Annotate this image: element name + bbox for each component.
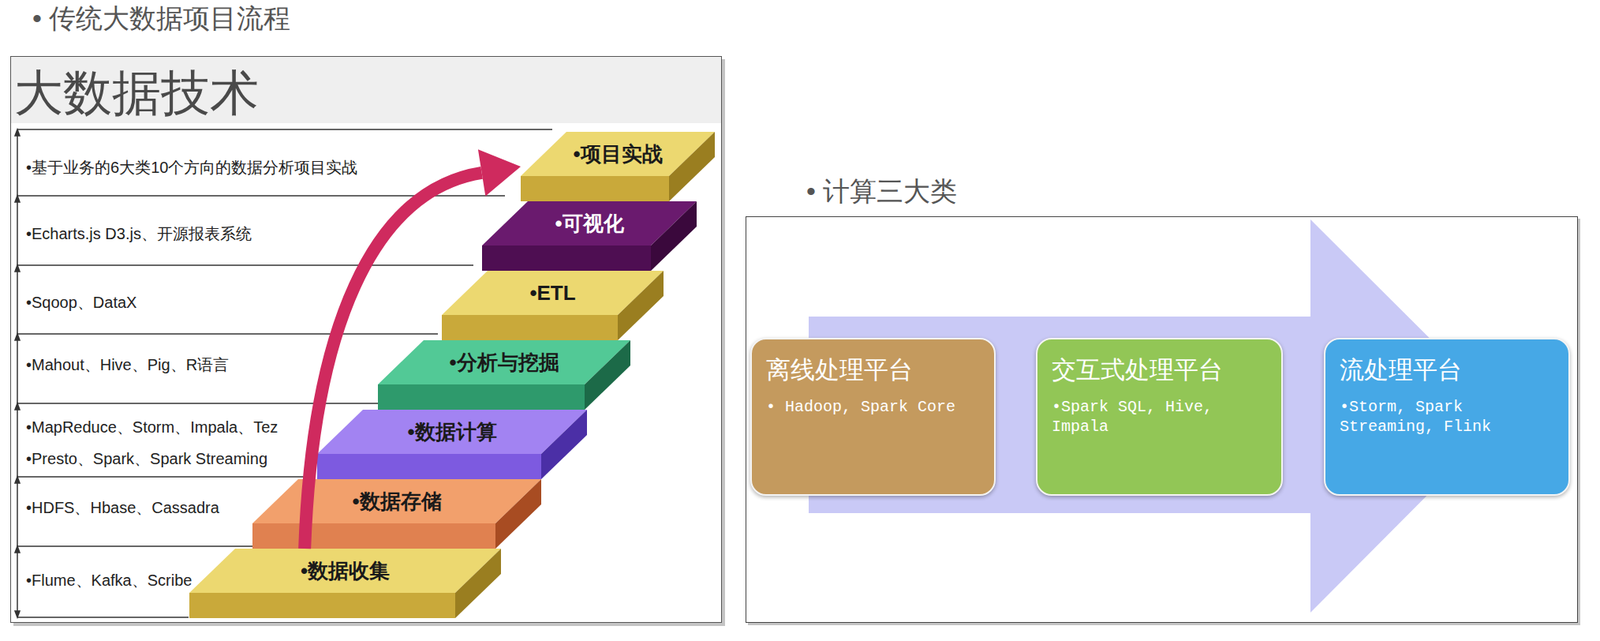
step-front <box>317 453 542 479</box>
row-description-holder: •HDFS、Hbase、Cassadra <box>26 497 220 518</box>
section-heading-holder: • 传统大数据项目流程 <box>32 0 291 38</box>
step-side <box>541 409 587 479</box>
step-label: •可视化 <box>554 211 624 236</box>
step-front <box>482 245 651 271</box>
step-side <box>617 270 664 341</box>
step-top <box>252 478 542 524</box>
panel-frame: • 传统大数据项目流程大数据技术•项目实战•可视化•ETL•分析与挖掘•数据计算… <box>10 56 722 623</box>
step-top <box>317 409 587 454</box>
row-description: •基于业务的6大类10个方向的数据分析项目实战 <box>26 158 358 176</box>
step-front <box>377 384 585 410</box>
panel-frame: • 计算三大类离线处理平台• Hadoop, Spark Core交互式处理平台… <box>745 216 1578 623</box>
row-description: •Mahout、Hive、Pig、R语言 <box>26 355 229 374</box>
step-label-holder: •数据收集 <box>300 557 390 585</box>
platform-heading: 离线处理平台 <box>766 355 980 385</box>
step-label: •数据计算 <box>407 419 497 444</box>
platform-tools: •Storm, Spark Streaming, Flink <box>1339 396 1555 437</box>
stair-step: •分析与挖掘 <box>377 340 631 410</box>
panel-title: 大数据技术 <box>14 65 259 120</box>
panel-ground <box>745 216 1578 623</box>
row-description: •Presto、Spark、Spark Streaming <box>26 449 268 468</box>
step-label: •数据存储 <box>351 489 442 513</box>
step-label: •ETL <box>529 280 576 305</box>
row-description-holder: •Echarts.js D3.js、开源报表系统 <box>26 223 252 244</box>
row-description-holder: •Presto、Spark、Spark Streaming <box>26 448 268 469</box>
arrow-head <box>478 149 521 196</box>
row-description-holder: •Sqoop、DataX <box>26 291 137 313</box>
step-side <box>455 548 501 618</box>
arrow-shaft <box>304 172 482 549</box>
section-heading-holder: • 计算三大类 <box>806 173 958 210</box>
platform-box: 交互式处理平台 •Spark SQL, Hive, Impala <box>1035 337 1283 496</box>
step-side <box>650 201 697 271</box>
step-top <box>189 548 501 593</box>
growth-arrow <box>304 149 521 549</box>
step-label-holder: •数据存储 <box>351 487 442 516</box>
bracket <box>14 129 20 617</box>
section-heading: • 传统大数据项目流程 <box>32 3 291 34</box>
platform-box: 离线处理平台 • Hadoop, Spark Core <box>750 337 996 496</box>
row-description-holder: •Flume、Kafka、Scribe <box>26 569 192 591</box>
step-front <box>441 314 618 341</box>
row-description-holder: •基于业务的6大类10个方向的数据分析项目实战 <box>26 157 358 178</box>
step-front <box>520 175 670 202</box>
step-side <box>495 478 542 549</box>
panel-title-holder: 大数据技术 <box>14 59 259 127</box>
platform-tools: •Spark SQL, Hive, Impala <box>1051 396 1268 437</box>
row-description: •Echarts.js D3.js、开源报表系统 <box>26 224 252 243</box>
step-label-holder: •可视化 <box>554 209 624 238</box>
platform-tools: • Hadoop, Spark Core <box>766 396 980 417</box>
stair-step: •ETL <box>441 270 664 341</box>
row-description: •HDFS、Hbase、Cassadra <box>26 498 220 516</box>
step-side <box>669 131 715 202</box>
step-side <box>584 340 631 410</box>
step-label: •项目实战 <box>572 142 662 166</box>
stair-step: •可视化 <box>482 201 697 271</box>
panel-ground <box>10 56 722 623</box>
platform-heading: 交互式处理平台 <box>1051 355 1268 385</box>
step-label-holder: •分析与挖掘 <box>448 348 559 377</box>
section-heading: • 计算三大类 <box>806 175 958 206</box>
platform-box: 流处理平台 •Storm, Spark Streaming, Flink <box>1323 337 1571 496</box>
step-label-holder: •ETL <box>529 280 576 306</box>
row-description: •MapReduce、Storm、Impala、Tez <box>26 418 278 436</box>
stair-step: •项目实战 <box>520 131 715 202</box>
step-front <box>252 523 496 549</box>
step-label: •数据收集 <box>300 558 390 583</box>
header-band <box>11 56 722 124</box>
row-description: •Sqoop、DataX <box>26 293 137 311</box>
step-label-holder: •数据计算 <box>407 418 497 446</box>
step-label-holder: •项目实战 <box>572 140 662 169</box>
step-label: •分析与挖掘 <box>448 350 559 374</box>
row-description-holder: •MapReduce、Storm、Impala、Tez <box>26 416 278 438</box>
step-front <box>189 592 456 618</box>
stair-step: •数据存储 <box>252 478 542 549</box>
row-description: •Flume、Kafka、Scribe <box>26 571 192 589</box>
row-description-holder: •Mahout、Hive、Pig、R语言 <box>26 354 229 375</box>
platform-heading: 流处理平台 <box>1339 355 1555 385</box>
stair-step: •数据收集 <box>189 548 501 618</box>
stair-step: •数据计算 <box>317 409 587 479</box>
